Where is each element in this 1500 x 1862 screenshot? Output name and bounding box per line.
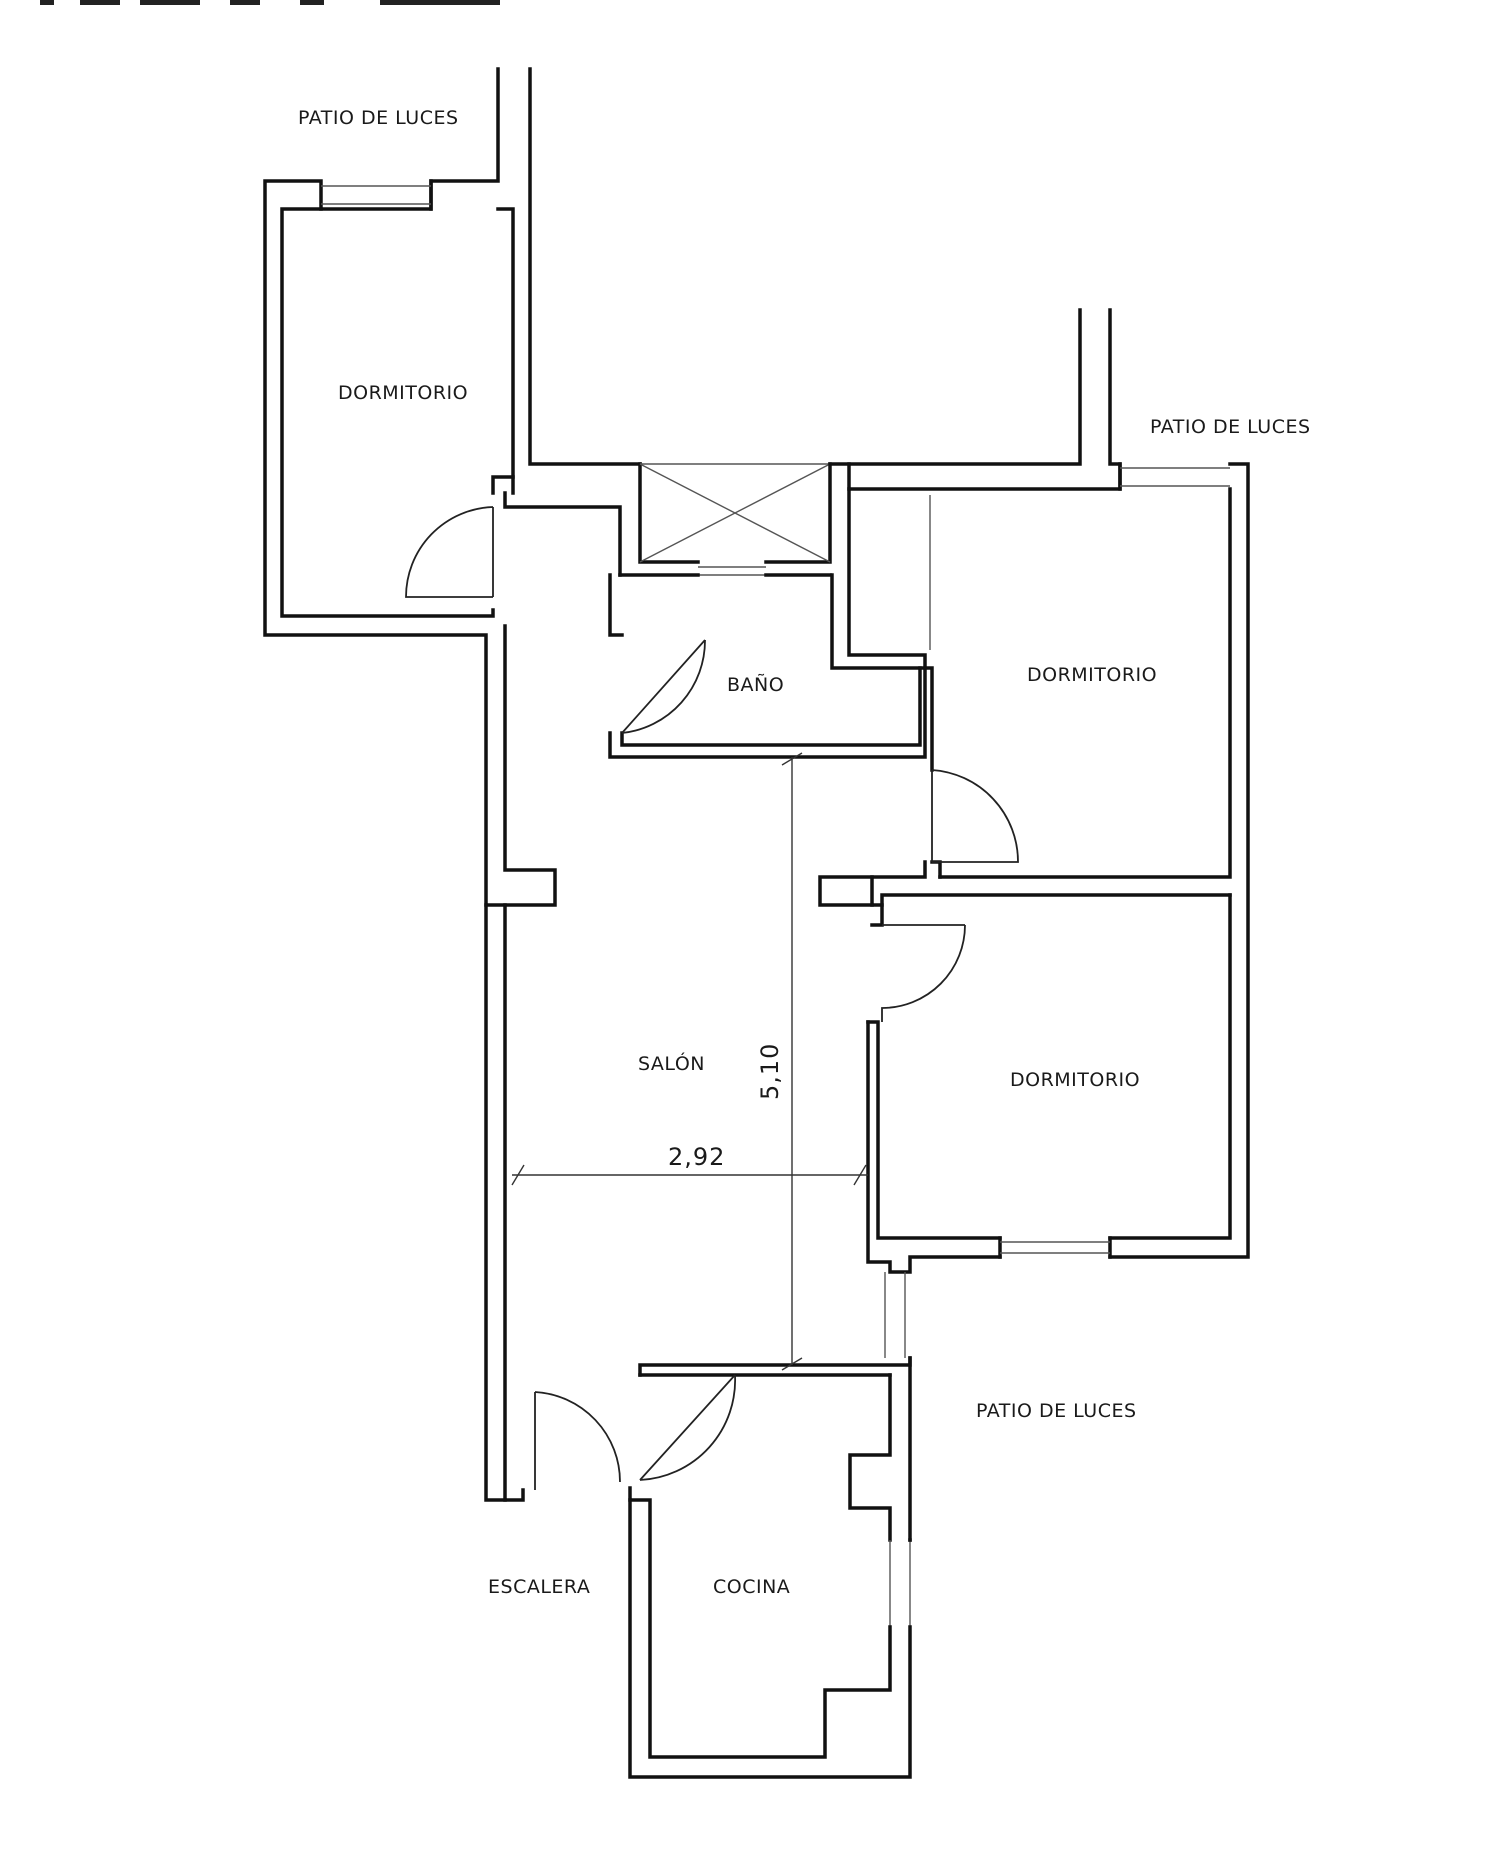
room-label-cocina: COCINA [713, 1576, 790, 1598]
patio-label-top-right: PATIO DE LUCES [1150, 416, 1311, 438]
dimension-label-length: 5,10 [756, 1043, 784, 1100]
walls [263, 67, 1250, 1779]
room-label-bano: BAÑO [727, 673, 784, 696]
dimension-lines [511, 752, 868, 1371]
dimension-label-width: 2,92 [668, 1143, 725, 1171]
room-label-salon: SALÓN [638, 1051, 705, 1075]
doors [405, 506, 1019, 1490]
room-label-dormitorio-lower-right: DORMITORIO [1010, 1069, 1140, 1091]
patio-label-bottom-right: PATIO DE LUCES [976, 1400, 1137, 1422]
room-label-dormitorio-upper-right: DORMITORIO [1027, 664, 1157, 686]
room-label-escalera: ESCALERA [488, 1576, 590, 1598]
patio-label-top-left: PATIO DE LUCES [298, 107, 459, 129]
room-label-dormitorio-left: DORMITORIO [338, 382, 468, 404]
cut-off-heading [40, 0, 500, 5]
